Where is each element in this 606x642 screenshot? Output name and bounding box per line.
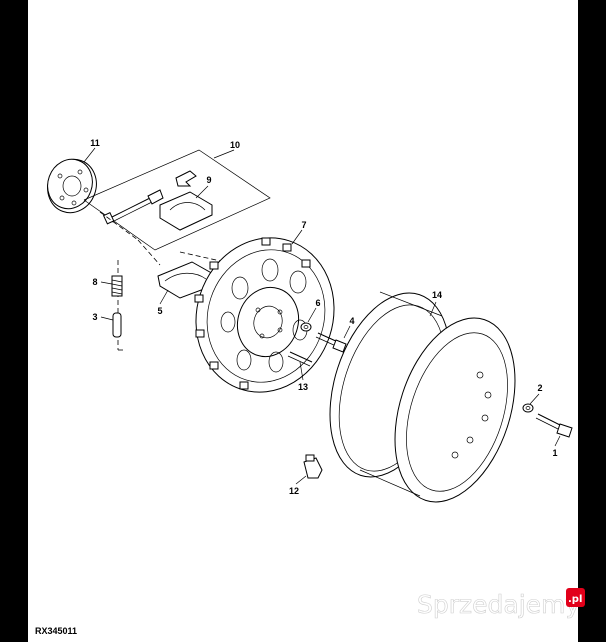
kit-bolt [102, 189, 164, 225]
watermark-badge [566, 588, 585, 607]
label-part-7: 7 [301, 220, 306, 230]
part-6-washer [300, 322, 312, 332]
watermark-suffix: .pl [568, 594, 582, 605]
part-4-bolt [315, 332, 347, 353]
part-3-pin [112, 312, 122, 338]
part-7-hub [194, 237, 335, 393]
reference-code: RX345011 [35, 626, 77, 636]
leader-lines [83, 147, 561, 485]
part-11-flange-disc [47, 158, 97, 214]
label-part-3: 3 [92, 312, 97, 322]
watermark: Sprzedajemy .pl [417, 588, 585, 619]
label-part-13: 13 [298, 382, 308, 392]
part-8-spring [111, 275, 123, 297]
label-part-14: 14 [432, 290, 442, 300]
label-part-2: 2 [537, 383, 542, 393]
part-14-rim [329, 291, 516, 503]
part-5-wedge [157, 261, 216, 299]
label-part-8: 8 [92, 277, 97, 287]
part-10-kit-frame [83, 149, 271, 251]
kit-clip [175, 170, 197, 187]
part-9-wedge [159, 191, 213, 231]
part-1-bolt [535, 413, 573, 438]
label-part-9: 9 [206, 175, 211, 185]
label-part-10: 10 [230, 140, 240, 150]
part-13-stud [287, 351, 313, 367]
label-part-5: 5 [157, 306, 162, 316]
label-part-12: 12 [289, 486, 299, 496]
label-part-4: 4 [349, 316, 354, 326]
part-12-valve [303, 454, 323, 479]
part-2-washer [522, 403, 534, 413]
label-part-6: 6 [315, 298, 320, 308]
label-part-11: 11 [90, 138, 100, 148]
label-part-1: 1 [552, 448, 557, 458]
watermark-text: Sprzedajemy [417, 590, 580, 619]
